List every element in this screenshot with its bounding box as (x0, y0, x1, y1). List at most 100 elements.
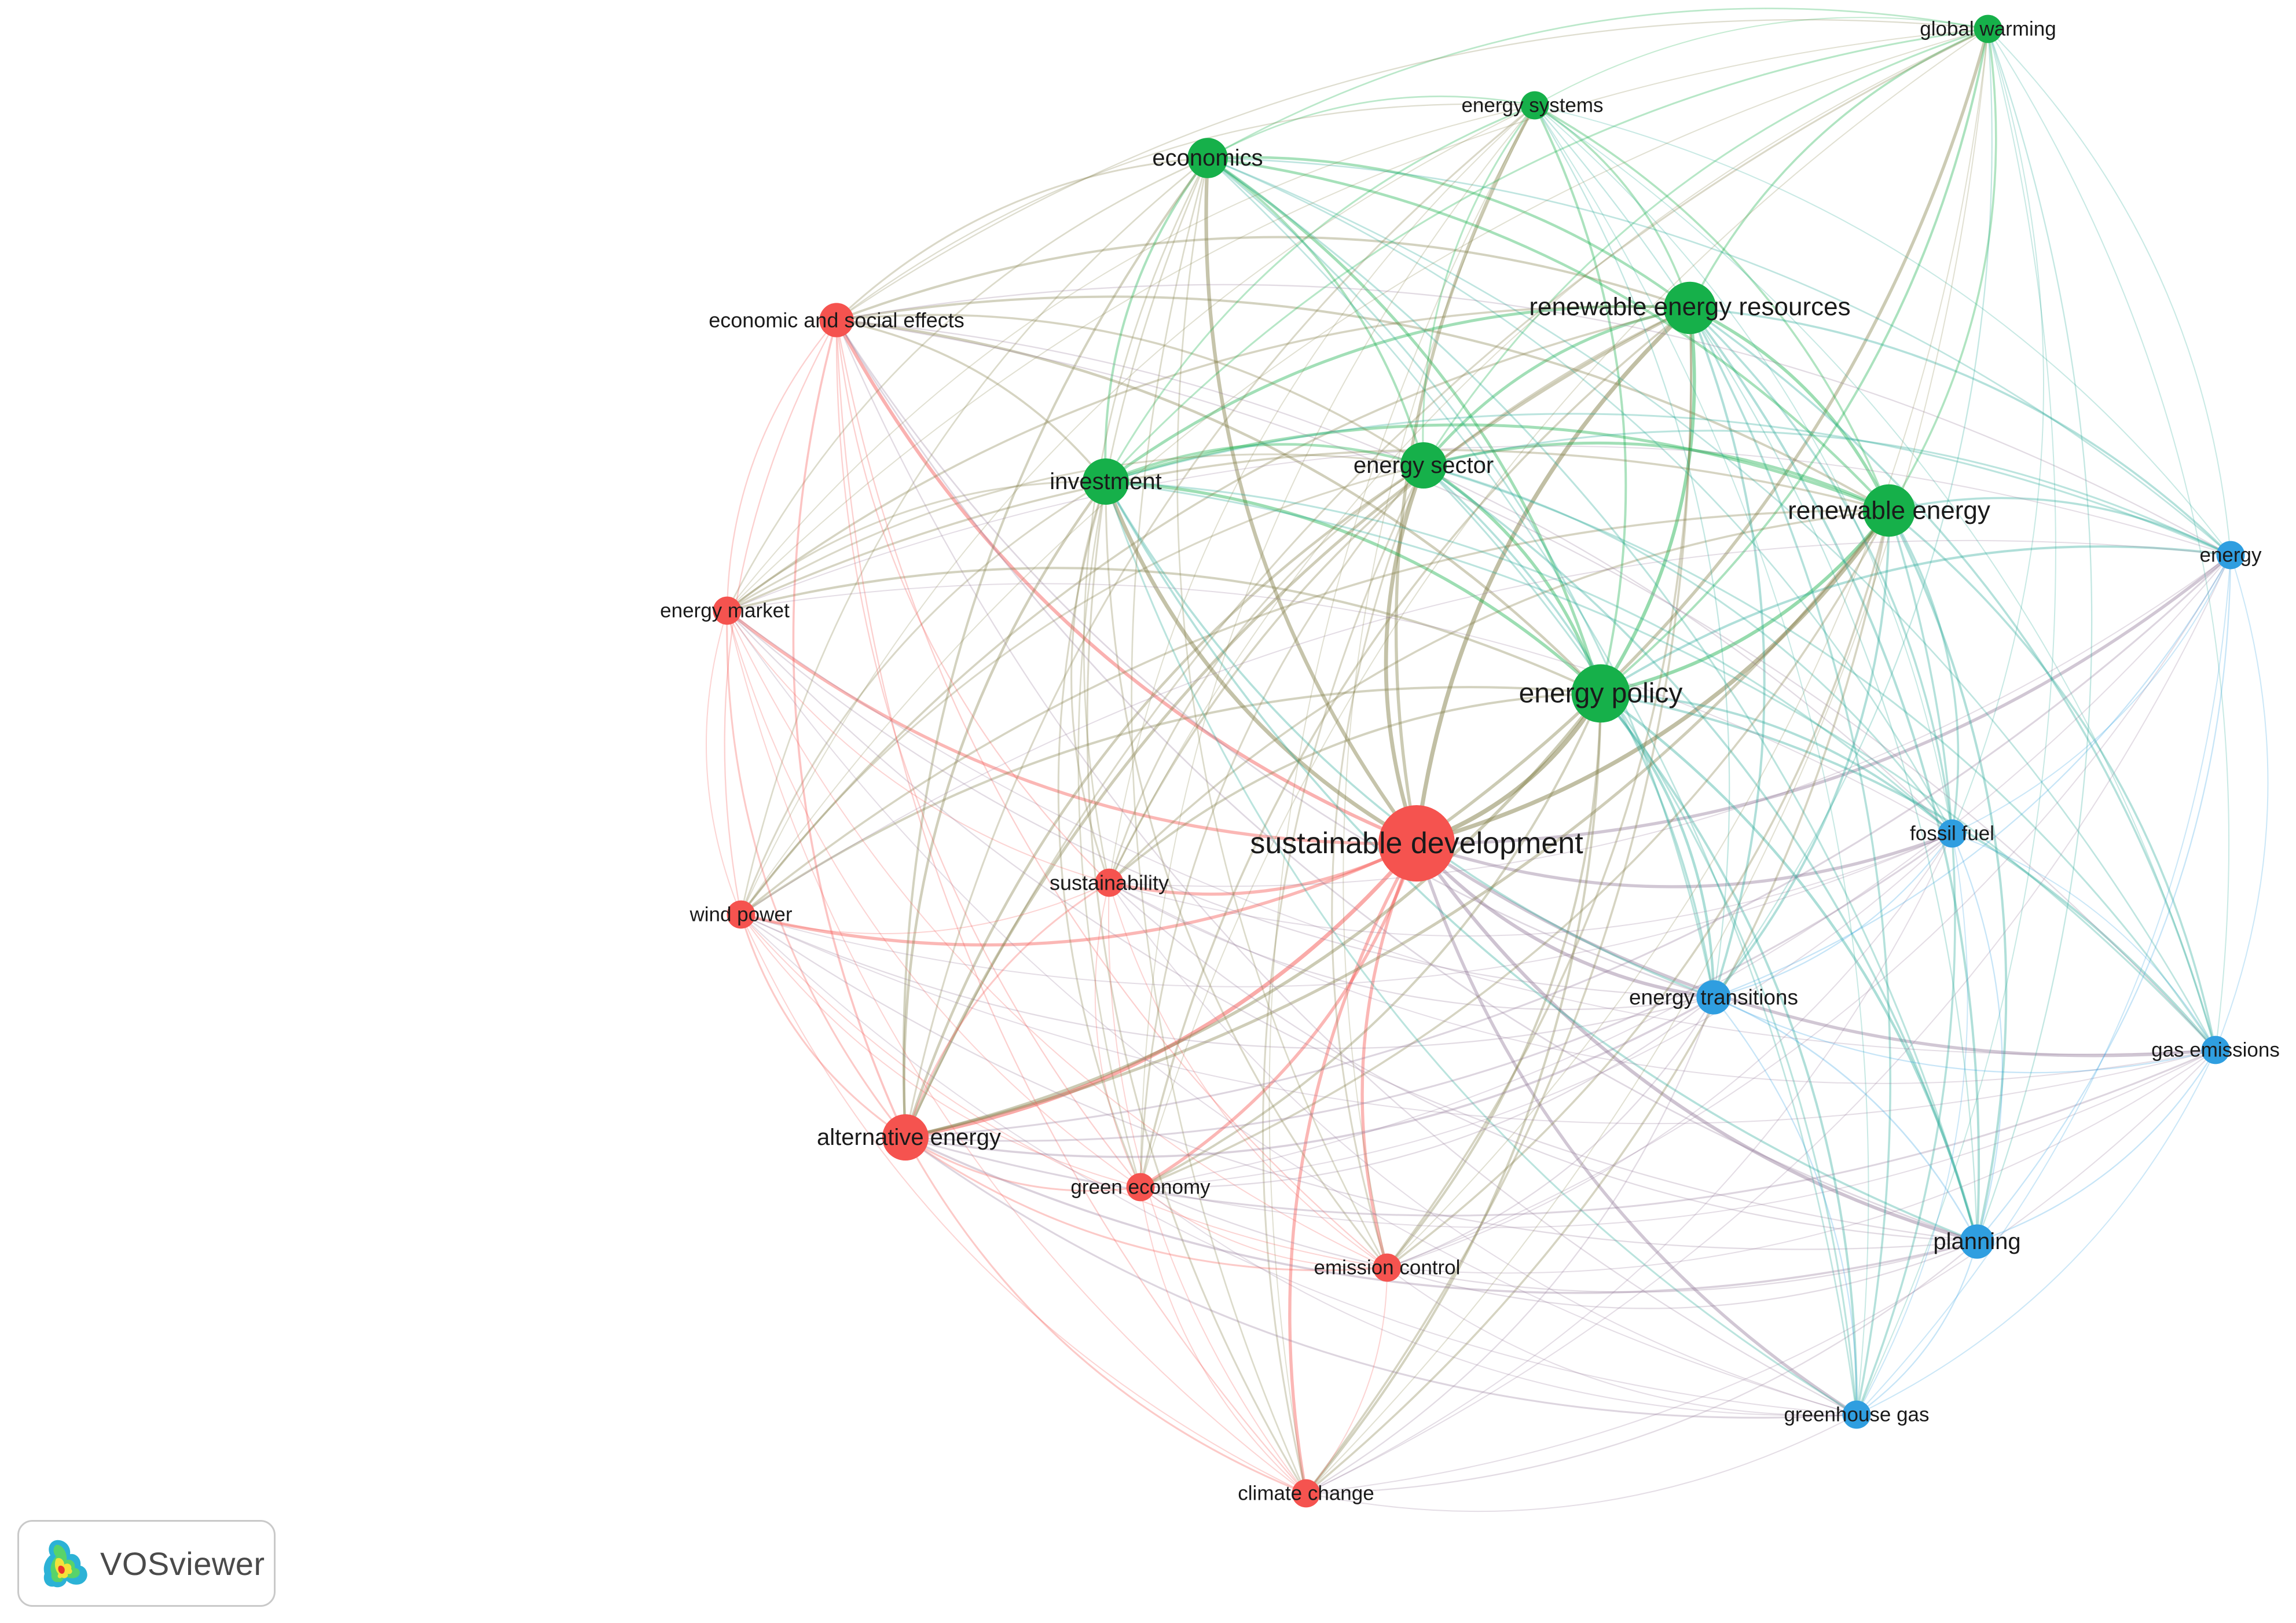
link-energy_market-planning (727, 610, 1978, 1243)
link-sustainable_development-planning (1415, 842, 1978, 1243)
link-global_warming-climate_change (1305, 28, 1989, 1494)
link-investment-economics (1104, 157, 1209, 482)
link-energy_market-wind_power (706, 610, 742, 915)
link-global_warming-energy_market (727, 28, 1989, 611)
link-wind_power-alternative_energy (740, 914, 906, 1139)
link-renewable_energy-wind_power (740, 509, 1890, 916)
node-renewable-energy-resources[interactable] (1663, 281, 1717, 335)
link-renewable_energy_resources-renewable_energy (1689, 306, 1891, 512)
label-fossil-fuel: fossil fuel (1910, 822, 1994, 845)
link-alternative_energy-planning (905, 1136, 1978, 1294)
link-renewable_energy_resources-economic_and_social_effects (836, 236, 1690, 321)
link-fossil_fuel-energy_transitions (1713, 833, 1953, 998)
node-global-warming[interactable] (1974, 14, 2002, 43)
link-global_warming-emission_control (1387, 28, 1989, 1268)
node-fossil-fuel[interactable] (1938, 819, 1967, 848)
link-renewable_energy_resources-climate_change (1305, 307, 1692, 1495)
link-energy_market-sustainability (727, 610, 1110, 883)
node-energy-systems[interactable] (1520, 91, 1549, 120)
link-fossil_fuel-gas_emissions (1952, 833, 2216, 1051)
link-climate_change-greenhouse_gas (1305, 1414, 1857, 1512)
node-planning[interactable] (1960, 1224, 1994, 1259)
link-economics-green_economy (1077, 157, 1209, 1188)
link-energy_sector-wind_power (740, 464, 1424, 915)
link-energy_transitions-gas_emissions (1713, 996, 2216, 1074)
label-renewable-energy-resources: renewable energy resources (1529, 293, 1850, 321)
link-wind_power-energy_transitions (740, 913, 1714, 1049)
link-energy_policy-greenhouse_gas (1600, 692, 1858, 1415)
link-sustainability-greenhouse_gas (1109, 882, 1857, 1415)
node-green-economy[interactable] (1126, 1173, 1155, 1202)
node-energy-policy[interactable] (1571, 664, 1630, 723)
link-emission_control-energy_transitions (1387, 997, 1714, 1269)
link-energy_policy-fossil_fuel (1600, 692, 1953, 835)
link-green_economy-emission_control (1140, 1187, 1388, 1269)
link-global_warming-fossil_fuel (1952, 28, 2045, 834)
node-economic-and-social-effects[interactable] (819, 303, 854, 337)
node-energy[interactable] (2216, 541, 2245, 570)
link-energy_policy-planning (1600, 692, 1979, 1242)
link-sustainable_development-economics (1204, 157, 1418, 844)
node-energy-market[interactable] (713, 596, 742, 625)
link-economics-gas_emissions (1207, 157, 2217, 1051)
link-energy_systems-energy_market (727, 105, 1535, 611)
link-sustainability-planning (1109, 882, 1978, 1243)
node-climate-change[interactable] (1292, 1479, 1321, 1508)
link-gas_emissions-planning (1976, 1049, 2216, 1243)
link-renewable_energy_resources-economics (1207, 156, 1691, 309)
node-emission-control[interactable] (1373, 1253, 1402, 1282)
link-energy_sector-alternative_energy (904, 464, 1425, 1138)
link-global_warming-gas_emissions (1987, 28, 2230, 1051)
link-sustainability-energy_transitions (1109, 882, 1714, 1011)
node-energy-transitions[interactable] (1696, 980, 1731, 1015)
link-renewable_energy_resources-energy_sector (1422, 306, 1690, 467)
node-economics[interactable] (1187, 138, 1228, 178)
link-sustainability-fossil_fuel (1109, 833, 1953, 937)
link-energy_policy-wind_power (740, 686, 1601, 916)
node-energy-sector[interactable] (1400, 442, 1447, 489)
vosviewer-badge: VOSviewer (17, 1520, 276, 1607)
node-alternative-energy[interactable] (882, 1114, 929, 1161)
link-sustainable_development-climate_change (1288, 842, 1418, 1494)
link-energy_market-fossil_fuel (727, 583, 1953, 834)
node-wind-power[interactable] (727, 900, 755, 929)
vosviewer-logo-icon (43, 1540, 87, 1588)
link-green_economy-fossil_fuel (1140, 833, 1953, 1188)
link-wind_power-emission_control (740, 914, 1388, 1268)
link-energy-planning (1976, 555, 2232, 1242)
node-investment[interactable] (1083, 458, 1129, 505)
node-sustainable-development[interactable] (1378, 805, 1455, 882)
link-global_warming-green_economy (1140, 28, 1989, 1188)
link-sustainable_development-fossil_fuel (1416, 832, 1953, 888)
link-energy_policy-renewable_energy_resources (1599, 307, 1696, 695)
link-energy_sector-economics (1206, 157, 1425, 466)
link-global_warming-energy_transitions (1713, 28, 1993, 998)
link-investment-emission_control (1105, 481, 1388, 1268)
link-climate_change-gas_emissions (1305, 1049, 2216, 1494)
link-energy_systems-wind_power (740, 105, 1535, 915)
link-climate_change-planning (1305, 1241, 1978, 1495)
node-renewable-energy[interactable] (1862, 484, 1916, 537)
link-global_warming-sustainability (1109, 28, 1989, 883)
label-greenhouse-gas: greenhouse gas (1784, 1404, 1929, 1426)
node-gas-emissions[interactable] (2201, 1036, 2230, 1064)
label-global-warming: global warming (1920, 18, 2056, 41)
link-energy_systems-global_warming (1534, 17, 1989, 106)
link-alternative_energy-energy (905, 554, 2232, 1139)
link-renewable_energy-economic_and_social_effects (836, 295, 1890, 512)
link-energy_systems-energy (1534, 105, 2231, 556)
link-energy_systems-sustainability (1109, 105, 1535, 883)
link-energy_systems-planning (1534, 105, 1978, 1242)
link-renewable_energy-energy_sector (1423, 441, 1890, 512)
node-greenhouse-gas[interactable] (1842, 1400, 1871, 1429)
link-investment-energy (1105, 413, 2231, 556)
node-sustainability[interactable] (1095, 868, 1124, 897)
link-renewable_energy_resources-green_economy (1139, 307, 1691, 1188)
link-energy_policy-economics (1206, 156, 1602, 694)
label-energy-transitions: energy transitions (1629, 986, 1798, 1009)
link-planning-greenhouse_gas (1856, 1241, 1978, 1415)
label-climate-change: climate change (1238, 1482, 1374, 1505)
link-energy_market-energy_transitions (727, 610, 1714, 998)
link-renewable_energy_resources-fossil_fuel (1689, 307, 1953, 834)
link-climate_change-energy (1305, 555, 2231, 1494)
